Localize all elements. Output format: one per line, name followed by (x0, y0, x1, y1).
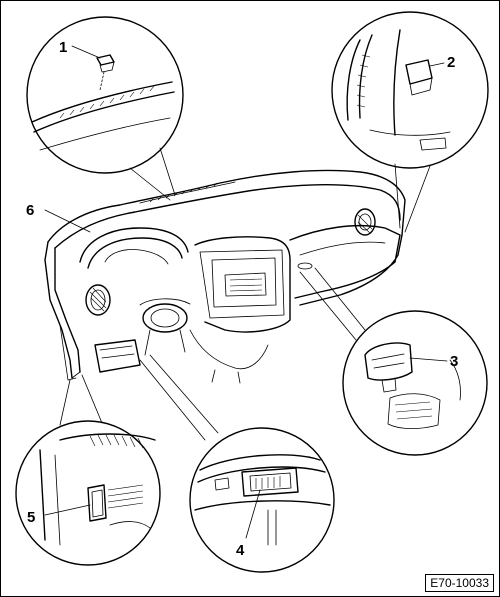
leader-cones (59, 147, 431, 441)
callout-labels: 1 2 3 4 5 6 (26, 39, 458, 559)
callout-leaders (44, 45, 448, 539)
detail-view-2 (331, 11, 489, 169)
callout-5: 5 (27, 509, 35, 526)
callout-6: 6 (26, 202, 34, 219)
detail-view-5 (15, 420, 161, 566)
callout-3: 3 (450, 353, 458, 370)
figure-id-label: E70-10033 (425, 574, 494, 592)
detail-view-4 (189, 427, 335, 573)
callout-1: 1 (59, 39, 67, 56)
callout-2: 2 (447, 54, 455, 71)
detail-view-1 (26, 16, 184, 174)
detail-view-3 (342, 310, 488, 456)
callout-4: 4 (236, 542, 245, 559)
dashboard-panel (44, 169, 406, 384)
